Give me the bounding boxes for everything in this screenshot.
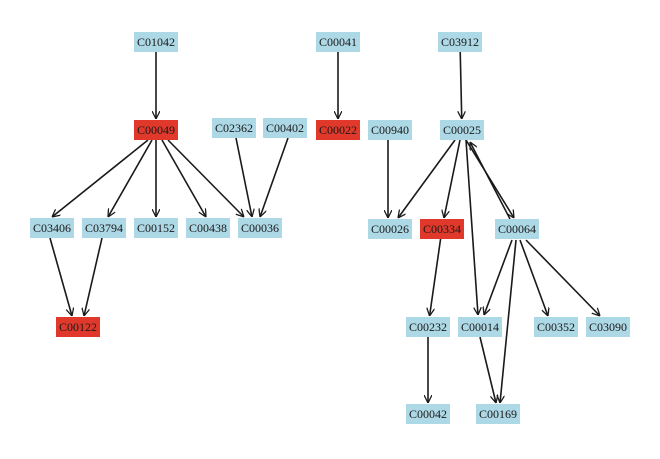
node-label: C00042 <box>409 407 447 421</box>
node-label: C00025 <box>443 123 481 137</box>
node-c00064[interactable]: C00064 <box>495 219 539 239</box>
node-label: C00122 <box>59 320 97 334</box>
node-label: C00438 <box>189 221 227 235</box>
edge-c00049-to-c00438 <box>161 139 206 217</box>
node-box <box>186 218 230 238</box>
edge-c00025-to-c00334 <box>444 139 461 218</box>
node-box <box>82 218 126 238</box>
node-label: C00041 <box>319 35 357 49</box>
node-c00940[interactable]: C00940 <box>368 120 412 140</box>
node-label: C00402 <box>266 121 304 135</box>
node-label: C03912 <box>441 35 479 49</box>
node-box <box>134 120 178 140</box>
node-label: C00334 <box>423 222 461 236</box>
edge-c03794-to-c00122 <box>84 237 103 316</box>
node-box <box>406 317 450 337</box>
node-c00042[interactable]: C00042 <box>406 404 450 424</box>
edge-c00049-to-c00036 <box>167 139 244 217</box>
edge-c03912-to-c00025 <box>460 51 462 119</box>
node-c03090[interactable]: C03090 <box>586 317 630 337</box>
node-label: C01042 <box>137 35 175 49</box>
node-box <box>316 120 360 140</box>
node-box <box>476 404 520 424</box>
node-c02362[interactable]: C02362 <box>212 118 256 138</box>
node-c00014[interactable]: C00014 <box>458 317 502 337</box>
node-label: C00352 <box>537 320 575 334</box>
node-c00334[interactable]: C00334 <box>420 219 464 239</box>
edge-c03406-to-c00122 <box>49 237 72 316</box>
node-c00438[interactable]: C00438 <box>186 218 230 238</box>
node-box <box>238 218 282 238</box>
node-c03912[interactable]: C03912 <box>438 32 482 52</box>
node-box <box>134 32 178 52</box>
node-box <box>458 317 502 337</box>
node-c00041[interactable]: C00041 <box>316 32 360 52</box>
edges-layer <box>49 51 600 403</box>
node-label: C00169 <box>479 407 517 421</box>
edge-c02362-to-c00036 <box>235 137 252 217</box>
node-c01042[interactable]: C01042 <box>134 32 178 52</box>
edge-c00064-to-c00025 <box>469 142 511 220</box>
node-box <box>30 218 74 238</box>
node-box <box>440 120 484 140</box>
node-box <box>316 32 360 52</box>
node-box <box>495 219 539 239</box>
node-box <box>368 120 412 140</box>
edge-c00064-to-c00169 <box>500 239 517 403</box>
node-c03406[interactable]: C03406 <box>30 218 74 238</box>
edge-c00014-to-c00169 <box>479 336 496 403</box>
edge-c00064-to-c00014 <box>484 239 513 315</box>
node-c00152[interactable]: C00152 <box>134 218 178 238</box>
node-label: C00049 <box>137 123 175 137</box>
node-box <box>212 118 256 138</box>
node-box <box>263 118 307 138</box>
node-c00169[interactable]: C00169 <box>476 404 520 424</box>
edge-c00402-to-c00036 <box>260 137 289 217</box>
node-box <box>134 218 178 238</box>
edge-c00025-to-c00026 <box>398 139 456 218</box>
node-label: C00026 <box>371 222 409 236</box>
node-label: C03406 <box>33 221 71 235</box>
node-c00036[interactable]: C00036 <box>238 218 282 238</box>
node-box <box>438 32 482 52</box>
node-box <box>420 219 464 239</box>
node-c00049[interactable]: C00049 <box>134 120 178 140</box>
edge-c00049-to-c03794 <box>108 139 153 217</box>
node-label: C00064 <box>498 222 536 236</box>
edge-c00064-to-c00352 <box>519 239 548 316</box>
node-label: C00036 <box>241 221 279 235</box>
node-label: C03794 <box>85 221 123 235</box>
edge-c00025-to-c00014 <box>465 139 478 315</box>
node-label: C00232 <box>409 320 447 334</box>
node-box <box>406 404 450 424</box>
node-c00025[interactable]: C00025 <box>440 120 484 140</box>
node-label: C00152 <box>137 221 175 235</box>
node-c00026[interactable]: C00026 <box>368 219 412 239</box>
edge-c00334-to-c00232 <box>430 238 442 316</box>
edge-c00064-to-c03090 <box>525 239 600 316</box>
node-label: C00014 <box>461 320 499 334</box>
node-c00022[interactable]: C00022 <box>316 120 360 140</box>
edge-c00049-to-c03406 <box>52 139 149 217</box>
node-label: C00940 <box>371 123 409 137</box>
node-c03794[interactable]: C03794 <box>82 218 126 238</box>
node-box <box>534 317 578 337</box>
node-box <box>586 317 630 337</box>
node-label: C00022 <box>319 123 357 137</box>
node-c00122[interactable]: C00122 <box>56 317 100 337</box>
node-box <box>56 317 100 337</box>
node-c00402[interactable]: C00402 <box>263 118 307 138</box>
node-c00232[interactable]: C00232 <box>406 317 450 337</box>
node-c00352[interactable]: C00352 <box>534 317 578 337</box>
node-label: C02362 <box>215 121 253 135</box>
node-label: C03090 <box>589 320 627 334</box>
node-box <box>368 219 412 239</box>
